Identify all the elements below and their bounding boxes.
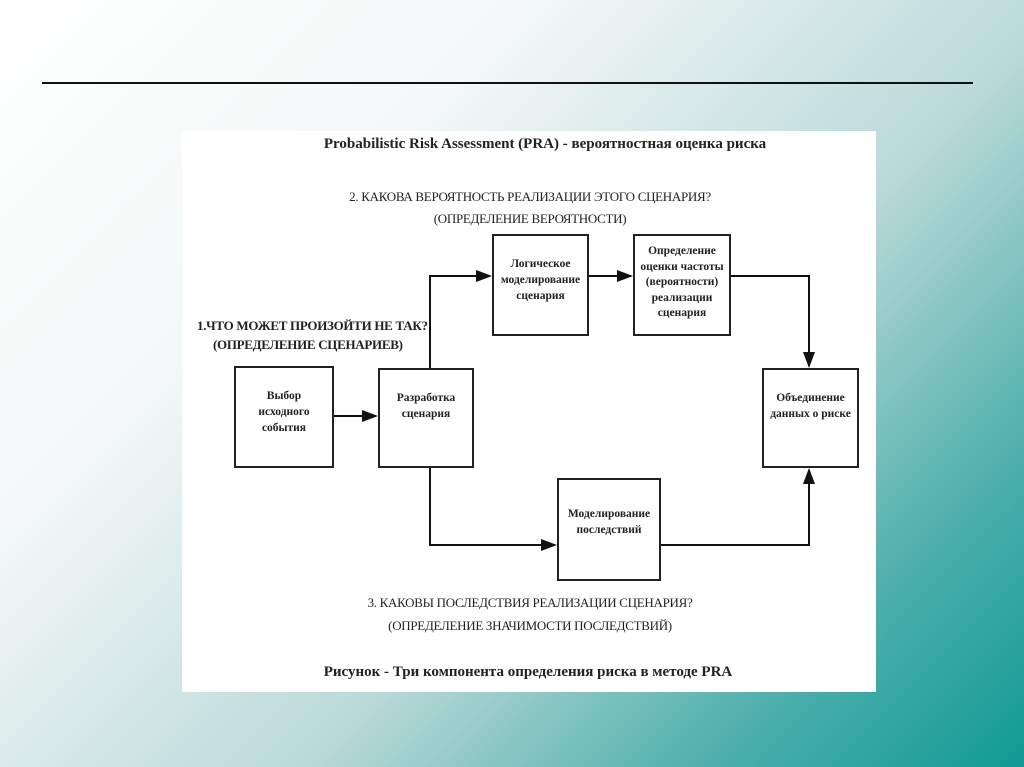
box-line: исходного xyxy=(258,406,310,418)
arrow-dev-to-consequences xyxy=(429,468,557,551)
box-line: моделирование xyxy=(500,274,581,286)
box-line: данных о риске xyxy=(770,408,851,420)
box-scenario-development: Разработка сценария xyxy=(378,368,474,468)
box-line: Моделирование xyxy=(567,508,651,520)
box-line: сценария xyxy=(401,408,451,420)
question-1-sub: (ОПРЕДЕЛЕНИЕ СЦЕНАРИЕВ) xyxy=(213,337,403,352)
question-2: 2. КАКОВА ВЕРОЯТНОСТЬ РЕАЛИЗАЦИИ ЭТОГО С… xyxy=(349,189,711,204)
box-risk-integration: Объединение данных о риске xyxy=(762,368,859,468)
box-line: сценария xyxy=(516,290,565,302)
arrow-consequences-to-risk xyxy=(661,468,815,546)
arrow-dev-to-logic xyxy=(429,270,492,368)
box-line: сценария xyxy=(657,307,707,319)
box-line: Разработка xyxy=(396,392,456,404)
box-line: реализации xyxy=(651,291,713,304)
box-initial-event: Выбор исходного события xyxy=(234,366,334,468)
box-line: Логическое xyxy=(510,258,571,270)
box-line: события xyxy=(261,422,307,434)
box-consequence-modeling: Моделирование последствий xyxy=(557,478,661,581)
box-line: (вероятности) xyxy=(645,276,719,288)
figure-title: Probabilistic Risk Assessment (PRA) - ве… xyxy=(323,136,767,152)
box-line: оценки частоты xyxy=(640,260,724,273)
question-1: 1.ЧТО МОЖЕТ ПРОИЗОЙТИ НЕ ТАК? xyxy=(197,318,428,333)
box-line: Выбор xyxy=(266,390,302,402)
title-rule xyxy=(42,82,973,84)
box-logic-modeling: Логическое моделирование сценария xyxy=(492,234,589,336)
box-line: последствий xyxy=(576,524,642,536)
arrow-frequency-to-risk xyxy=(731,275,815,368)
box-frequency-estimation: Определение оценки частоты (вероятности) ре… xyxy=(633,234,731,336)
question-3-sub: (ОПРЕДЕЛЕНИЕ ЗНАЧИМОСТИ ПОСЛЕДСТВИЙ) xyxy=(388,618,672,633)
question-3: 3. КАКОВЫ ПОСЛЕДСТВИЯ РЕАЛИЗАЦИИ СЦЕНАРИ… xyxy=(367,595,693,610)
question-2-sub: (ОПРЕДЕЛЕНИЕ ВЕРОЯТНОСТИ) xyxy=(433,211,627,226)
box-line: Определение xyxy=(648,245,716,257)
figure-caption: Рисунок - Три компонента определения рис… xyxy=(323,664,733,680)
box-line: Объединение xyxy=(776,392,845,404)
